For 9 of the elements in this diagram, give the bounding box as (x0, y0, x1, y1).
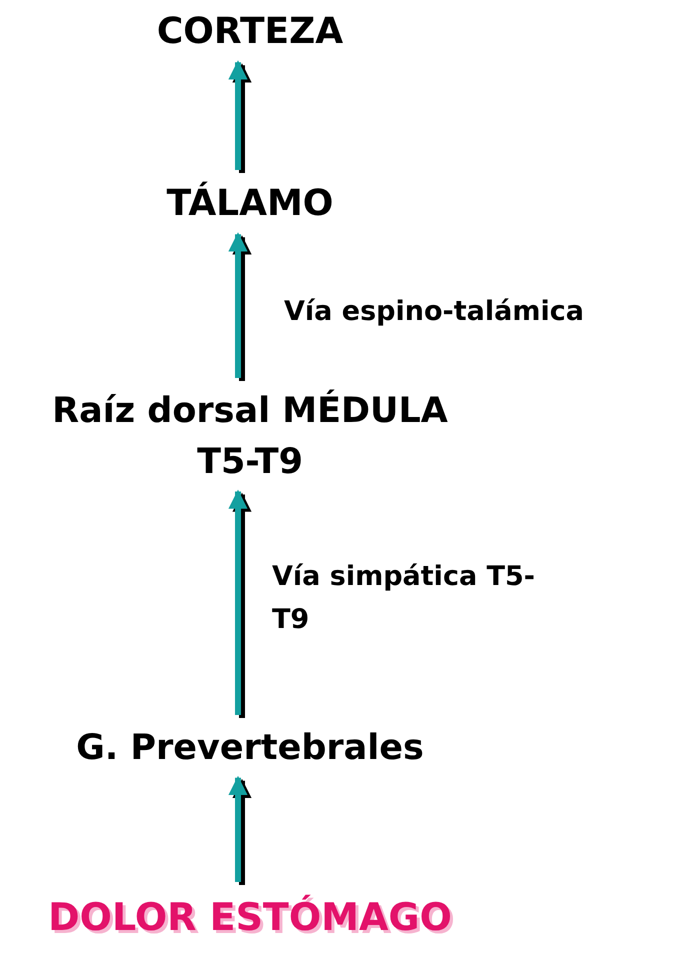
arrow (228, 776, 248, 882)
level-label: G. Prevertebrales (75, 727, 425, 770)
arrow (228, 232, 248, 378)
arrow (228, 490, 248, 715)
level-label: Raíz dorsal MÉDULA T5-T9 (51, 388, 449, 484)
arrow (228, 60, 248, 170)
level-label: TÁLAMO (166, 180, 334, 226)
highlight-title: DOLOR ESTÓMAGO (47, 894, 453, 941)
level-label: CORTEZA (156, 10, 344, 54)
